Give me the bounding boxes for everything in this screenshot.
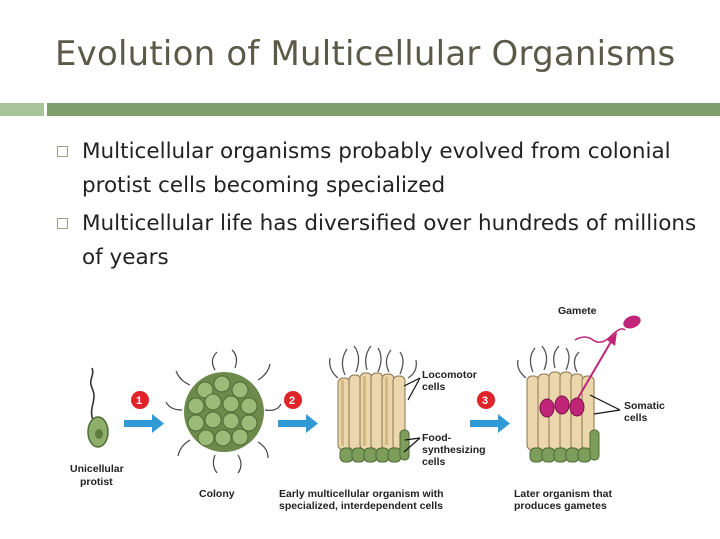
label-food-cells: cells — [422, 456, 446, 468]
label-later-2: produces gametes — [514, 500, 607, 512]
bullet-text: Multicellular organisms probably evolved… — [82, 139, 671, 198]
label-gamete: Gamete — [558, 305, 597, 317]
arrow-3-icon — [470, 414, 510, 433]
title-underline-accent — [0, 103, 44, 116]
step-3-badge — [477, 391, 495, 409]
label-somatic-cells: cells — [624, 412, 648, 424]
protist-cell-icon — [87, 367, 109, 448]
arrow-2-icon — [278, 414, 318, 433]
label-locomotor-cells: cells — [422, 381, 446, 393]
evolution-figure: Unicellular protist 1 Colony 2 — [70, 305, 665, 512]
label-early-1: Early multicellular organism with — [279, 488, 444, 500]
step-2-number: 2 — [289, 395, 295, 407]
step-1-number: 1 — [136, 395, 142, 407]
title-underline-bar — [47, 103, 720, 116]
bullet-square-icon — [57, 218, 68, 229]
arrow-1-icon — [124, 414, 164, 433]
label-protist: protist — [80, 476, 113, 488]
step-2-badge — [284, 391, 302, 409]
bullet-item: Multicellular organisms probably evolved… — [57, 135, 697, 203]
label-synthesizing: synthesizing — [422, 444, 486, 456]
label-food: Food- — [422, 432, 452, 444]
early-organism-icon — [329, 345, 421, 463]
later-organism-icon — [517, 315, 641, 463]
step-1-badge — [131, 391, 149, 409]
label-colony: Colony — [199, 488, 235, 500]
label-later-1: Later organism that — [514, 488, 613, 500]
slide-title: Evolution of Multicellular Organisms — [55, 34, 676, 74]
bullet-item: Multicellular life has diversified over … — [57, 207, 697, 275]
bullet-square-icon — [57, 146, 68, 157]
label-early-2: specialized, interdependent cells — [279, 500, 443, 512]
bullet-text: Multicellular life has diversified over … — [82, 211, 697, 270]
step-3-number: 3 — [482, 395, 488, 407]
bullet-list: Multicellular organisms probably evolved… — [57, 135, 697, 279]
colony-icon — [165, 349, 282, 474]
label-locomotor: Locomotor — [422, 369, 477, 381]
label-unicellular: Unicellular — [70, 463, 124, 475]
label-somatic: Somatic — [624, 400, 665, 412]
